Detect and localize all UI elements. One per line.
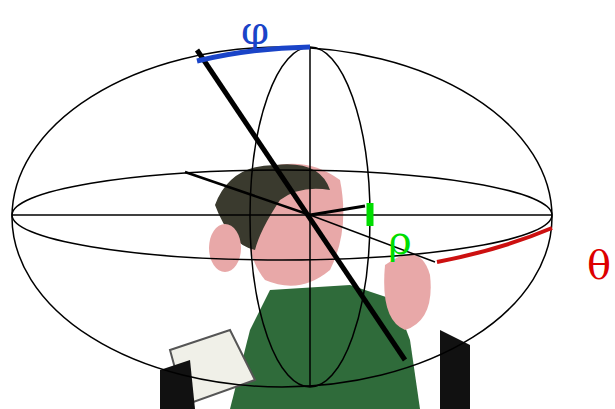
theta-arc bbox=[437, 228, 552, 262]
cartoon-figure bbox=[160, 164, 470, 409]
theta-label: θ bbox=[587, 245, 611, 285]
sphere-wireframe bbox=[12, 47, 552, 387]
rho-mark bbox=[367, 203, 374, 226]
radius-axis bbox=[197, 50, 405, 360]
rho-label: ρ bbox=[388, 220, 412, 260]
phi-label: φ bbox=[241, 10, 269, 50]
